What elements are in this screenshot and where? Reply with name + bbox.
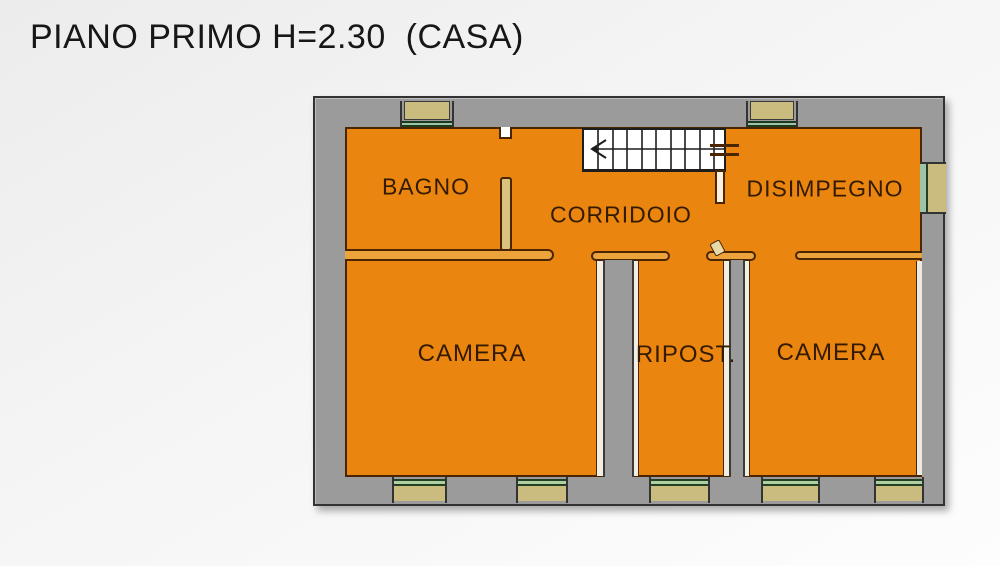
window-bottom-3 <box>649 477 710 503</box>
room-label-bagno: BAGNO <box>381 173 471 200</box>
window-bottom-5 <box>874 477 924 503</box>
wall-ripostiglio-camera <box>723 260 750 477</box>
staircase <box>582 128 726 172</box>
window-top-right <box>746 101 798 127</box>
window-frame <box>651 486 708 501</box>
wall-disimpegno-camera <box>795 251 922 260</box>
window-bottom-2 <box>516 477 568 503</box>
wall-core <box>603 260 634 477</box>
window-glass <box>394 479 445 486</box>
window-frame <box>763 486 818 501</box>
window-frame <box>518 486 566 501</box>
window-glass <box>651 479 708 486</box>
stair-handrail-line <box>710 144 739 147</box>
window-glass <box>748 121 796 127</box>
bagno-partition-wall <box>500 177 512 251</box>
bagno-door-jamb <box>499 127 512 139</box>
wall-camera-ripostiglio <box>596 260 639 477</box>
room-label-corridoio: CORRIDOIO <box>550 201 692 228</box>
room-label-camera-right: CAMERA <box>776 339 886 366</box>
floor-plan: BAGNO CORRIDOIO DISIMPEGNO CAMERA RIPOST… <box>313 96 946 506</box>
stair-direction-arrow-icon <box>590 139 607 159</box>
window-frame <box>404 101 450 120</box>
page-title: PIANO PRIMO H=2.30 (CASA) <box>30 18 524 56</box>
window-right <box>920 162 946 214</box>
window-glass <box>518 479 566 486</box>
wall-core <box>729 260 745 477</box>
window-glass <box>402 121 452 127</box>
room-label-ripostiglio: RIPOST. <box>635 341 737 368</box>
window-frame <box>394 486 445 501</box>
window-glass <box>876 479 922 486</box>
window-bottom-4 <box>761 477 820 503</box>
window-glass <box>920 164 928 212</box>
room-label-camera-left: CAMERA <box>417 340 527 367</box>
stair-handrail-line <box>710 153 739 156</box>
window-top-left <box>400 101 454 127</box>
wall-sliver <box>916 261 922 475</box>
window-frame <box>876 486 922 501</box>
window-glass <box>763 479 818 486</box>
stair-landing-jamb <box>715 170 725 204</box>
window-bottom-1 <box>392 477 447 503</box>
stair-treads <box>590 130 724 169</box>
wall-bagno-camera <box>345 249 554 261</box>
window-frame <box>750 101 794 120</box>
room-label-disimpegno: DISIMPEGNO <box>746 175 904 202</box>
